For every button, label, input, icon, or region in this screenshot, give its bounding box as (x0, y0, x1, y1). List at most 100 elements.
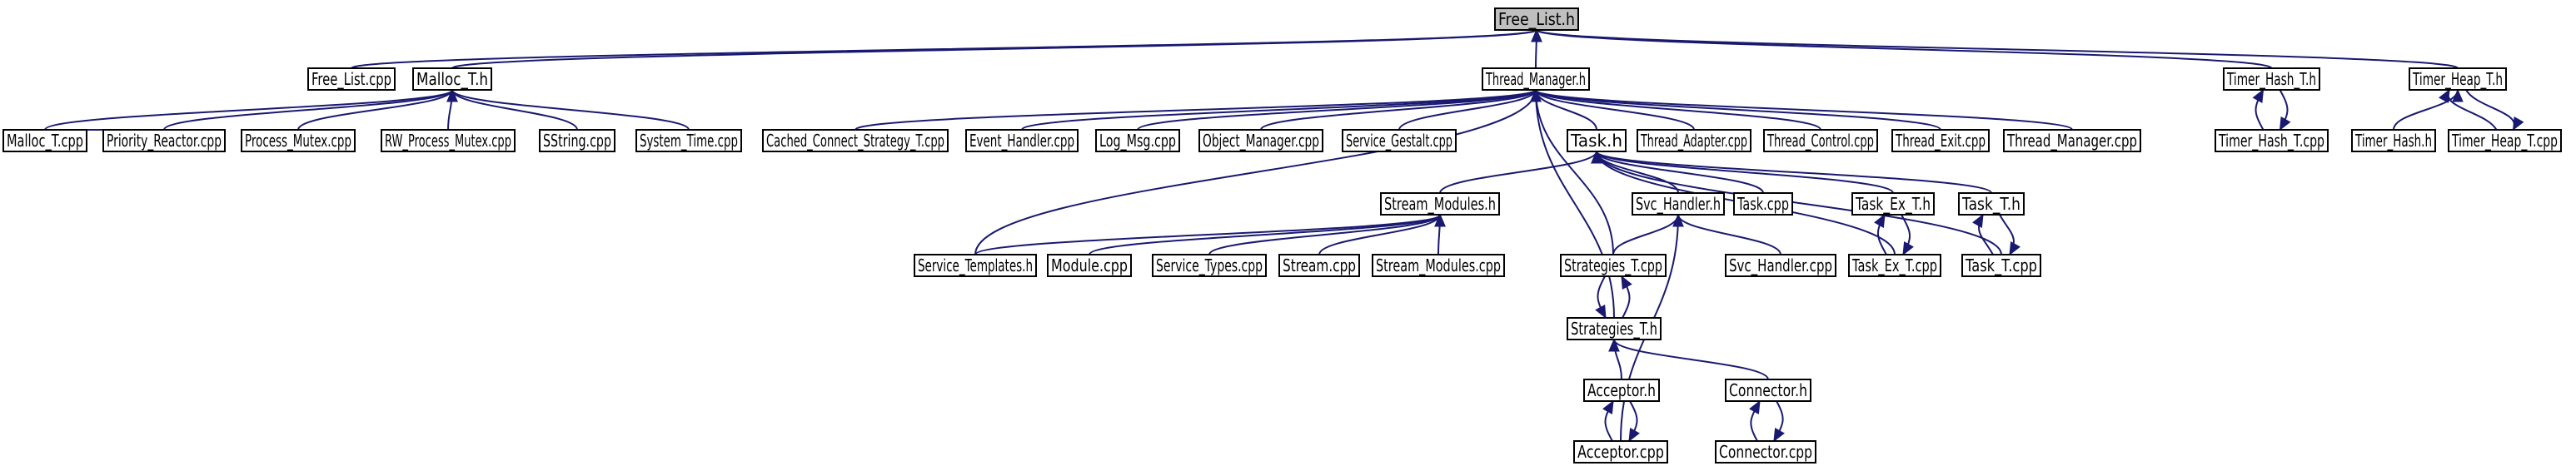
node-connector-cpp[interactable]: Connector.cpp (1715, 440, 1816, 464)
node-label: Thread_Adapter.cpp (1640, 131, 1747, 151)
node-thread-control-cpp[interactable]: Thread_Control.cpp (1763, 129, 1878, 152)
node-service-types-cpp[interactable]: Service_Types.cpp (1152, 254, 1267, 277)
node-task-ex-t-cpp[interactable]: Task_Ex_T.cpp (1848, 254, 1941, 277)
node-event-handler-cpp[interactable]: Event_Handler.cpp (965, 129, 1079, 152)
arrowhead (1628, 428, 1640, 443)
node-malloc-t-cpp[interactable]: Malloc_T.cpp (2, 129, 87, 152)
edge-malloc-t-h-to-free-list-h (451, 29, 1537, 69)
node-box (914, 254, 1037, 277)
node-box (1560, 254, 1667, 277)
node-svc-handler-cpp[interactable]: Svc_Handler.cpp (1725, 254, 1836, 277)
node-stream-modules-h[interactable]: Stream_Modules.h (1380, 192, 1500, 216)
node-log-msg-cpp[interactable]: Log_Msg.cpp (1095, 129, 1180, 152)
node-label: Event_Handler.cpp (969, 131, 1074, 151)
edge-system-time-cpp-to-malloc-t-h (451, 89, 690, 131)
node-strategies-t-cpp[interactable]: Strategies_T.cpp (1560, 254, 1667, 277)
node-acceptor-cpp[interactable]: Acceptor.cpp (1573, 440, 1668, 464)
node-process-mutex-cpp[interactable]: Process_Mutex.cpp (241, 129, 356, 152)
node-label: Timer_Hash_T.h (2226, 69, 2316, 89)
node-thread-adapter-cpp[interactable]: Thread_Adapter.cpp (1637, 129, 1751, 152)
edge-thread-exit-cpp-to-thread-manager-h (1535, 89, 1941, 131)
node-label: Log_Msg.cpp (1099, 131, 1176, 151)
node-label: Thread_Exit.cpp (1895, 131, 1986, 151)
node-stream-cpp[interactable]: Stream.cpp (1278, 254, 1360, 277)
node-malloc-t-h[interactable]: Malloc_T.h (412, 67, 492, 91)
node-object-manager-cpp[interactable]: Object_Manager.cpp (1198, 129, 1323, 152)
node-svc-handler-h[interactable]: Svc_Handler.h (1632, 192, 1725, 216)
node-label: Thread_Control.cpp (1766, 131, 1874, 151)
edge-stream-cpp-to-stream-modules-h (1318, 214, 1441, 255)
node-service-templates-h[interactable]: Service_Templates.h (914, 254, 1037, 277)
edge-thread-adapter-cpp-to-thread-manager-h (1535, 89, 1695, 131)
node-free-list-cpp[interactable]: Free_List.cpp (307, 67, 396, 91)
node-box (1733, 192, 1793, 216)
node-box (1725, 254, 1836, 277)
node-box (2448, 129, 2562, 152)
node-cached-connect-strategy-t-cpp[interactable]: Cached_Connect_Strategy_T.cpp (762, 129, 949, 152)
node-free-list-h[interactable]: Free_List.h (1494, 7, 1579, 31)
arrowhead (1602, 399, 1614, 414)
node-rw-process-mutex-cpp[interactable]: RW_Process_Mutex.cpp (381, 129, 516, 152)
node-box (1482, 67, 1590, 91)
node-label: Service_Gestalt.cpp (1346, 131, 1452, 151)
node-task-cpp[interactable]: Task.cpp (1733, 192, 1793, 216)
node-strategies-t-h[interactable]: Strategies_T.h (1567, 317, 1662, 340)
node-task-t-h[interactable]: Task_T.h (1958, 192, 2025, 216)
node-timer-heap-t-h[interactable]: Timer_Heap_T.h (2409, 67, 2507, 91)
node-timer-heap-t-cpp[interactable]: Timer_Heap_T.cpp (2448, 129, 2562, 152)
node-label: Task.cpp (1736, 194, 1789, 214)
node-label: Acceptor.cpp (1577, 442, 1664, 462)
edge-log-msg-cpp-to-thread-manager-h (1137, 89, 1537, 131)
node-label: Timer_Heap_T.cpp (2451, 131, 2558, 151)
edge-service-templates-h-to-thread-manager-h (974, 89, 1537, 255)
node-system-time-cpp[interactable]: System_Time.cpp (635, 129, 742, 152)
node-timer-hash-t-h[interactable]: Timer_Hash_T.h (2223, 67, 2320, 91)
node-label: Task_T.cpp (1965, 255, 2037, 275)
node-box (1891, 129, 1990, 152)
node-label: Cached_Connect_Strategy_T.cpp (766, 131, 944, 151)
edge-service-gestalt-cpp-to-thread-manager-h (1398, 89, 1537, 131)
node-label: Task.h (1570, 131, 1622, 151)
node-box (1372, 254, 1505, 277)
node-label: Thread_Manager.h (1485, 69, 1586, 89)
node-task-h[interactable]: Task.h (1567, 129, 1627, 152)
node-thread-exit-cpp[interactable]: Thread_Exit.cpp (1891, 129, 1990, 152)
node-stream-modules-cpp[interactable]: Stream_Modules.cpp (1372, 254, 1505, 277)
node-label: Object_Manager.cpp (1203, 131, 1319, 151)
node-box (412, 67, 492, 91)
node-service-gestalt-cpp[interactable]: Service_Gestalt.cpp (1342, 129, 1457, 152)
node-connector-h[interactable]: Connector.h (1725, 379, 1811, 402)
arrowhead (2279, 116, 2291, 131)
edge-event-handler-cpp-to-thread-manager-h (1021, 89, 1537, 131)
node-label: Timer_Heap_T.h (2412, 69, 2503, 89)
node-timer-hash-h[interactable]: Timer_Hash.h (2351, 129, 2436, 152)
edge-task-cpp-to-task-h (1596, 151, 1764, 194)
node-task-ex-t-h[interactable]: Task_Ex_T.h (1851, 192, 1935, 216)
node-sstring-cpp[interactable]: SString.cpp (539, 129, 615, 152)
node-label: Thread_Manager.cpp (2006, 131, 2137, 151)
edge-thread-manager-cpp-to-thread-manager-h (1535, 89, 2073, 131)
node-label: Stream.cpp (1283, 255, 1356, 275)
node-label: Service_Templates.h (918, 255, 1033, 275)
node-box (2215, 129, 2329, 152)
node-label: Acceptor.h (1587, 380, 1656, 400)
node-task-t-cpp[interactable]: Task_T.cpp (1961, 254, 2041, 277)
node-thread-manager-cpp[interactable]: Thread_Manager.cpp (2003, 129, 2141, 152)
node-box (1632, 192, 1725, 216)
node-label: Connector.cpp (1719, 442, 1812, 462)
node-acceptor-h[interactable]: Acceptor.h (1583, 379, 1660, 402)
edges-layer (44, 28, 2524, 443)
edge-priority-reactor-cpp-to-malloc-t-h (163, 89, 453, 131)
node-label: SString.cpp (543, 131, 611, 151)
node-priority-reactor-cpp[interactable]: Priority_Reactor.cpp (102, 129, 226, 152)
node-label: Svc_Handler.cpp (1729, 255, 1832, 275)
edge-task-ex-t-h-to-task-h (1596, 151, 1894, 194)
node-label: Strategies_T.cpp (1564, 255, 1662, 275)
node-box (1958, 192, 2025, 216)
node-label: Free_List.h (1498, 9, 1575, 29)
node-timer-hash-t-cpp[interactable]: Timer_Hash_T.cpp (2215, 129, 2329, 152)
node-box (2, 129, 87, 152)
node-label: Task_Ex_T.h (1855, 194, 1931, 214)
node-module-cpp[interactable]: Module.cpp (1047, 254, 1132, 277)
node-thread-manager-h[interactable]: Thread_Manager.h (1482, 67, 1590, 91)
